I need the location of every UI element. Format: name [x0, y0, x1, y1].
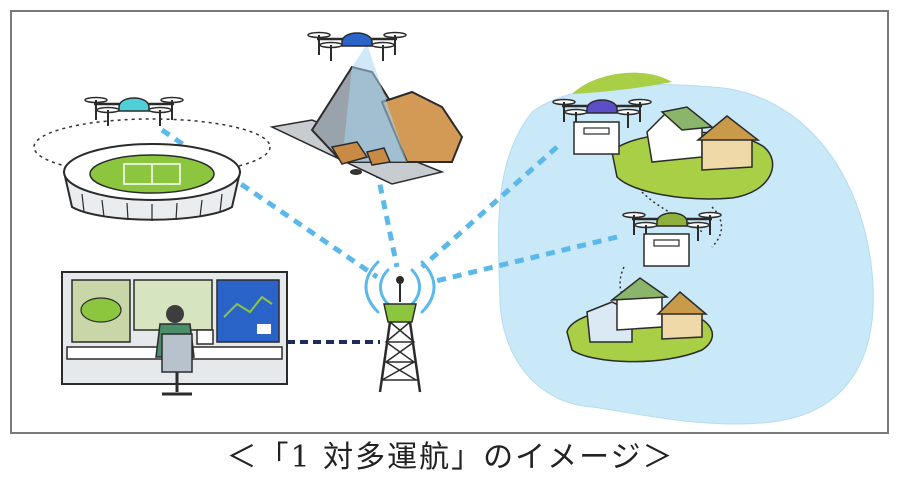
operator-icon — [155, 305, 214, 396]
diagram-frame — [10, 10, 889, 434]
green-hill — [572, 72, 672, 94]
diagram-scene — [33, 31, 874, 425]
island-houses-icon — [566, 106, 774, 363]
drone-icon — [622, 211, 722, 267]
radio-tower-icon — [364, 260, 436, 393]
drone-icon — [84, 96, 184, 128]
diagram-caption: ＜「1 対多運航」のイメージ＞ — [226, 440, 675, 475]
rock-mountain-icon — [269, 44, 464, 185]
stadium-icon — [33, 118, 271, 221]
drone-icon — [552, 98, 652, 155]
drone-icon — [307, 31, 407, 63]
